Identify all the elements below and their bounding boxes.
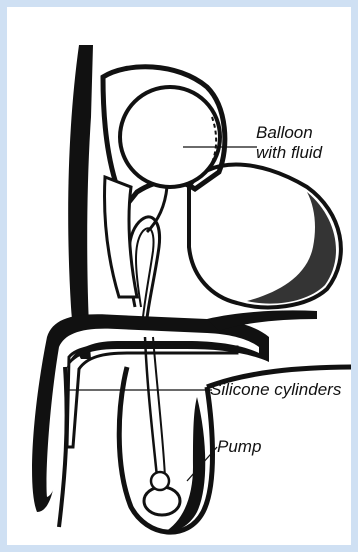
pump-label: Pump	[217, 437, 261, 457]
anatomy-illustration	[7, 7, 358, 552]
balloon-label-line1: Balloon	[256, 123, 322, 143]
cylinders-label: Silicone cylinders	[210, 380, 341, 400]
balloon-label-line2: with fluid	[256, 143, 322, 163]
balloon	[120, 87, 220, 187]
pump	[144, 487, 180, 515]
body-contour	[68, 45, 93, 359]
pump-top	[151, 472, 169, 490]
balloon-label: Balloon with fluid	[256, 123, 322, 163]
urethra-band	[207, 310, 317, 331]
